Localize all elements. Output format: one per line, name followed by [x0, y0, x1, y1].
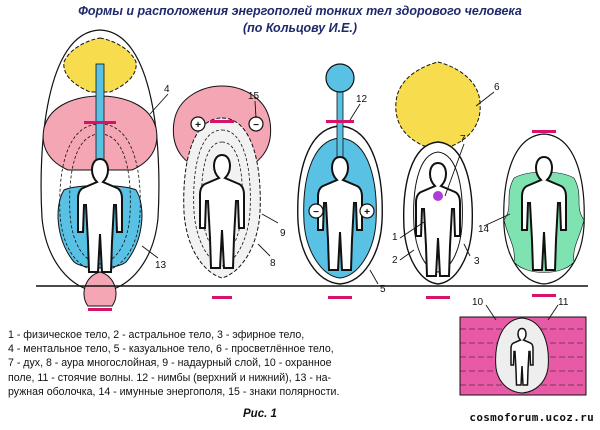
legend-line: ружная оболочка, 14 - имунные энергополя… — [8, 385, 340, 398]
legend: 1 - физическое тело, 2 - астральное тело… — [8, 328, 448, 399]
nimbus-upper — [326, 120, 354, 123]
figure-2: + − — [172, 85, 272, 299]
figure-caption: Рис. 1 — [243, 408, 277, 420]
crown-bulb — [325, 63, 355, 93]
nimbus-upper — [84, 121, 116, 124]
polarity-plus-text: + — [364, 207, 370, 218]
callout-10: 10 — [472, 297, 484, 308]
callout-leaders — [141, 91, 559, 321]
nimbus-upper — [210, 120, 234, 123]
spirit-mark — [433, 191, 443, 201]
polarity-plus-sign — [359, 203, 375, 219]
callout-7: 7 — [460, 134, 466, 145]
callout-12: 12 — [356, 94, 368, 105]
nimbus-upper — [532, 130, 556, 133]
polarity-plus-sign — [190, 116, 206, 132]
outer-shell — [503, 133, 585, 285]
callout-14: 14 — [478, 224, 490, 235]
callout-4: 4 — [164, 84, 170, 95]
lower-petal — [83, 271, 117, 307]
site-watermark: cosmoforum.ucoz.ru — [469, 411, 594, 424]
nimbus-lower — [88, 308, 112, 311]
callout-6: 6 — [494, 82, 500, 93]
polarity-minus-text: − — [313, 207, 319, 218]
diagram-title: Формы и расположения энергополей тонких … — [78, 4, 522, 18]
callout-2: 2 — [392, 255, 398, 266]
polarity-minus-sign — [308, 203, 324, 219]
callout-5: 5 — [380, 284, 386, 295]
protective-field-inset — [459, 316, 587, 396]
callout-3: 3 — [474, 256, 480, 267]
legend-line: 7 - дух, 8 - аура многослойная, 9 - нада… — [8, 357, 332, 370]
legend-line: 1 - физическое тело, 2 - астральное тело… — [8, 329, 305, 341]
enlightened-body — [395, 61, 481, 147]
figure-4 — [395, 61, 481, 299]
etheric-shell — [297, 125, 383, 285]
callout-11: 11 — [558, 297, 569, 308]
figure-3: − + — [297, 63, 383, 299]
nimbus-lower — [426, 296, 450, 299]
nimbus-lower — [328, 296, 352, 299]
callout-15: 15 — [248, 91, 260, 102]
legend-line: поле, 11 - стоячие волны. 12 - нимбы (ве… — [8, 371, 332, 384]
callout-8: 8 — [270, 258, 276, 269]
aura-ring — [193, 129, 251, 267]
aura-ring — [69, 133, 131, 265]
astral-shell — [413, 151, 463, 273]
figure-1 — [40, 29, 160, 311]
diagram-subtitle: (по Кольцову И.Е.) — [242, 21, 358, 35]
nimbus-lower — [212, 296, 232, 299]
legend-line: 4 - ментальное тело, 5 - казуальное тело… — [8, 343, 334, 356]
callout-9: 9 — [280, 228, 286, 239]
callout-13: 13 — [155, 260, 167, 271]
callout-1: 1 — [392, 232, 398, 243]
polarity-minus-text: − — [253, 120, 259, 131]
nimbus-lower — [532, 294, 556, 297]
polarity-plus-text: + — [195, 120, 201, 131]
aura-ring — [201, 141, 243, 257]
figure-5 — [503, 130, 585, 297]
